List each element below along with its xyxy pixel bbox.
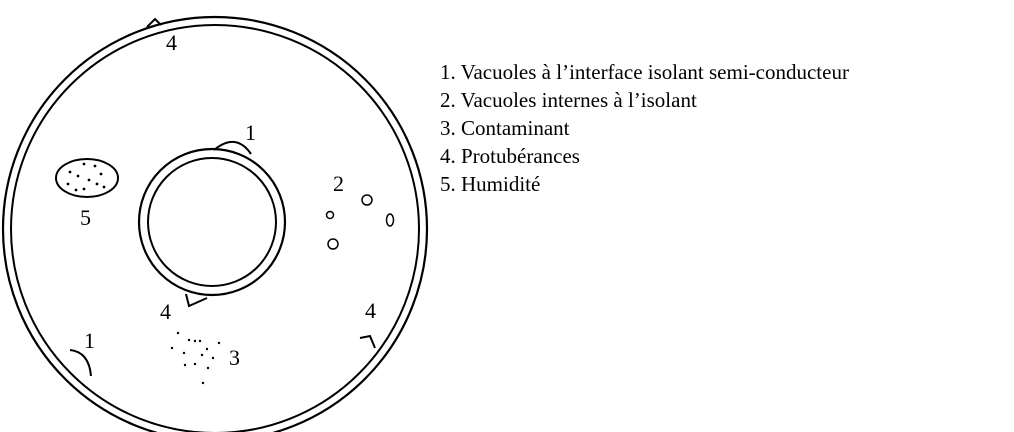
protrusion-right [359,334,376,349]
callout-vacuole-interface-2: 1 [84,328,95,353]
callout-vacuole-internal: 2 [333,171,344,196]
callout-vacuole-interface: 1 [245,120,256,145]
outer-sheath [1,15,429,432]
callout-protrusion-top: 4 [166,30,177,55]
humidity-ellipse [55,158,119,198]
outer-sheath-inner-ring [10,24,420,432]
internal-vacuole [325,210,335,220]
protrusion-top [146,17,162,28]
humidity-inclusion [55,158,119,198]
contaminant-particles [170,331,221,385]
inner-screen-outer-ring [137,147,287,297]
interface-vacuole-inner [213,141,252,155]
interface-vacuole-outer [69,349,92,377]
legend-item-internal-vacuoles: 2. Vacuoles internes à l’isolant [440,88,697,112]
internal-vacuole [327,238,339,250]
callout-contaminant: 3 [229,345,240,370]
callout-protrusion-right: 4 [365,298,376,323]
protrusion-inner [185,293,208,308]
callout-humidity: 5 [80,205,91,230]
internal-vacuole [385,213,395,227]
internal-vacuoles [325,194,395,250]
internal-vacuole [361,194,373,206]
humidity-droplets [66,162,106,192]
outer-sheath-outer-ring [1,15,429,432]
legend-item-interface-vacuoles: 1. Vacuoles à l’interface isolant semi-c… [440,60,849,84]
legend-item-protrusions: 4. Protubérances [440,144,580,168]
inner-conductor [137,147,287,297]
legend-item-humidity: 5. Humidité [440,172,541,196]
cable-cross-section-diagram: 4 1 2 5 4 4 1 3 [1,15,429,432]
legend-item-contaminant: 3. Contaminant [440,116,570,140]
conductor-ring [147,157,277,287]
defect-legend: 1. Vacuoles à l’interface isolant semi-c… [440,58,849,198]
callout-protrusion-inner: 4 [160,299,171,324]
